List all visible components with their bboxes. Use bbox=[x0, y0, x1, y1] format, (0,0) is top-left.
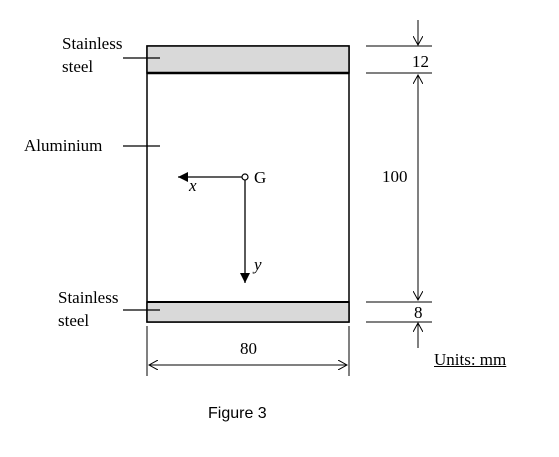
stainless-steel-top-plate bbox=[146, 45, 350, 74]
label-stainless-steel-bottom-line1: Stainless bbox=[58, 288, 119, 307]
stainless-steel-bottom-plate bbox=[146, 301, 350, 323]
figure-caption: Figure 3 bbox=[208, 405, 267, 422]
label-stainless-steel-top-line2: steel bbox=[62, 57, 94, 76]
dim-core-height-value: 100 bbox=[382, 167, 408, 186]
label-aluminium: Aluminium bbox=[24, 136, 103, 155]
label-stainless-steel-bottom-line2: steel bbox=[58, 311, 90, 330]
centroid-marker bbox=[241, 173, 249, 181]
label-stainless-steel-top-line1: Stainless bbox=[62, 34, 123, 53]
dim-bottom-plate-value: 8 bbox=[414, 303, 423, 322]
units-note: Units: mm bbox=[434, 350, 507, 369]
dim-top-plate-value: 12 bbox=[412, 52, 429, 71]
dim-width-value: 80 bbox=[240, 339, 257, 358]
label-x-axis: x bbox=[189, 176, 197, 195]
aluminium-core bbox=[146, 45, 350, 323]
label-y-axis: y bbox=[254, 255, 262, 274]
label-centroid: G bbox=[254, 168, 267, 187]
